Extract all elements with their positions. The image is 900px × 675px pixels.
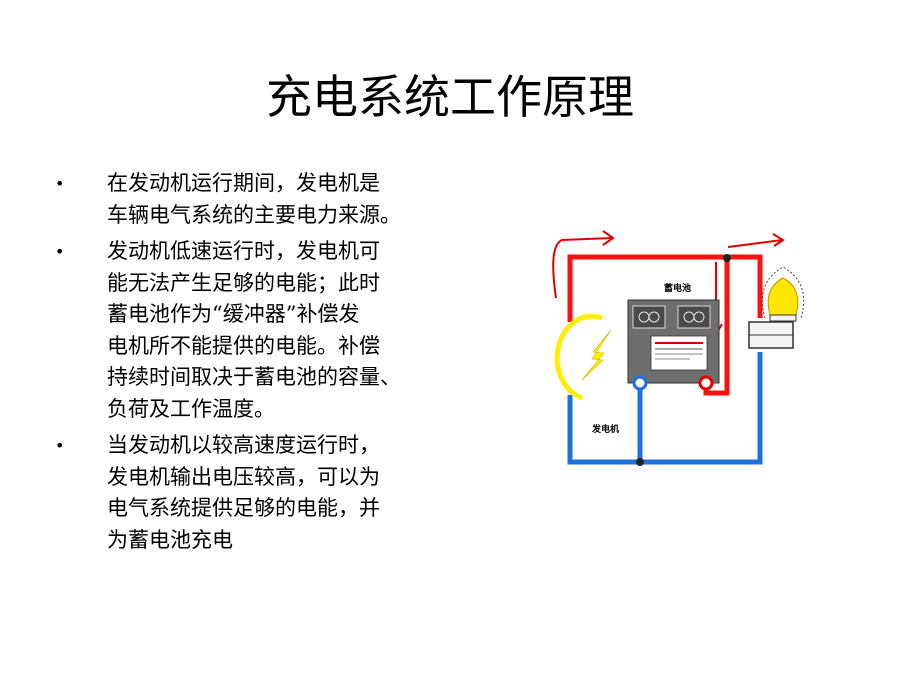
bullet-line: 当发动机以较高速度运行时， xyxy=(107,433,380,457)
generator-icon xyxy=(554,313,612,401)
bullet-line: 发动机低速运行时，发电机可 xyxy=(107,239,380,263)
bullet-line: 车辆电气系统的主要电力来源。 xyxy=(107,202,401,227)
bullet-marker: • xyxy=(55,436,65,455)
bullet-marker: • xyxy=(55,174,65,193)
bullet-line: 发电机输出电压较高，可以为 xyxy=(107,464,380,489)
generator-label: 发电机 xyxy=(591,423,619,435)
bullet-line: 电机所不能提供的电能。补偿 xyxy=(107,333,380,358)
bullet-line: 负荷及工作温度。 xyxy=(107,396,275,421)
battery-label: 蓄电池 xyxy=(664,282,691,294)
current-flow-arrow xyxy=(552,230,785,336)
bullet-line: 能无法产生足够的电能；此时 xyxy=(107,270,380,295)
bullet-line: 蓄电池作为“缓冲器”补偿发 xyxy=(107,302,360,326)
junction-dot xyxy=(723,254,731,262)
bullet-item: • 发动机低速运行时，发电机可 能无法产生足够的电能；此时 蓄电池作为“缓冲器”… xyxy=(55,236,455,425)
junction-dot xyxy=(636,458,644,466)
bullet-line: 电气系统提供足够的电能，并 xyxy=(107,496,380,520)
bullet-item: • 在发动机运行期间，发电机是 车辆电气系统的主要电力来源。 xyxy=(55,168,455,231)
bullet-marker: • xyxy=(55,242,65,261)
bullet-list: • 在发动机运行期间，发电机是 车辆电气系统的主要电力来源。 • 发动机低速运行… xyxy=(55,168,455,561)
battery-icon xyxy=(627,299,720,391)
negative-wire xyxy=(567,352,763,465)
slide-title: 充电系统工作原理 xyxy=(266,70,634,124)
charging-circuit-diagram: 发电机 蓄电池 xyxy=(552,230,805,466)
light-bulb-icon xyxy=(748,266,805,349)
bullet-line: 持续时间取决于蓄电池的容量、 xyxy=(107,365,401,389)
bullet-item: • 当发动机以较高速度运行时， 发电机输出电压较高，可以为 电气系统提供足够的电… xyxy=(55,430,455,556)
bullet-line: 为蓄电池充电 xyxy=(107,527,233,552)
bullet-line: 在发动机运行期间，发电机是 xyxy=(107,171,380,195)
